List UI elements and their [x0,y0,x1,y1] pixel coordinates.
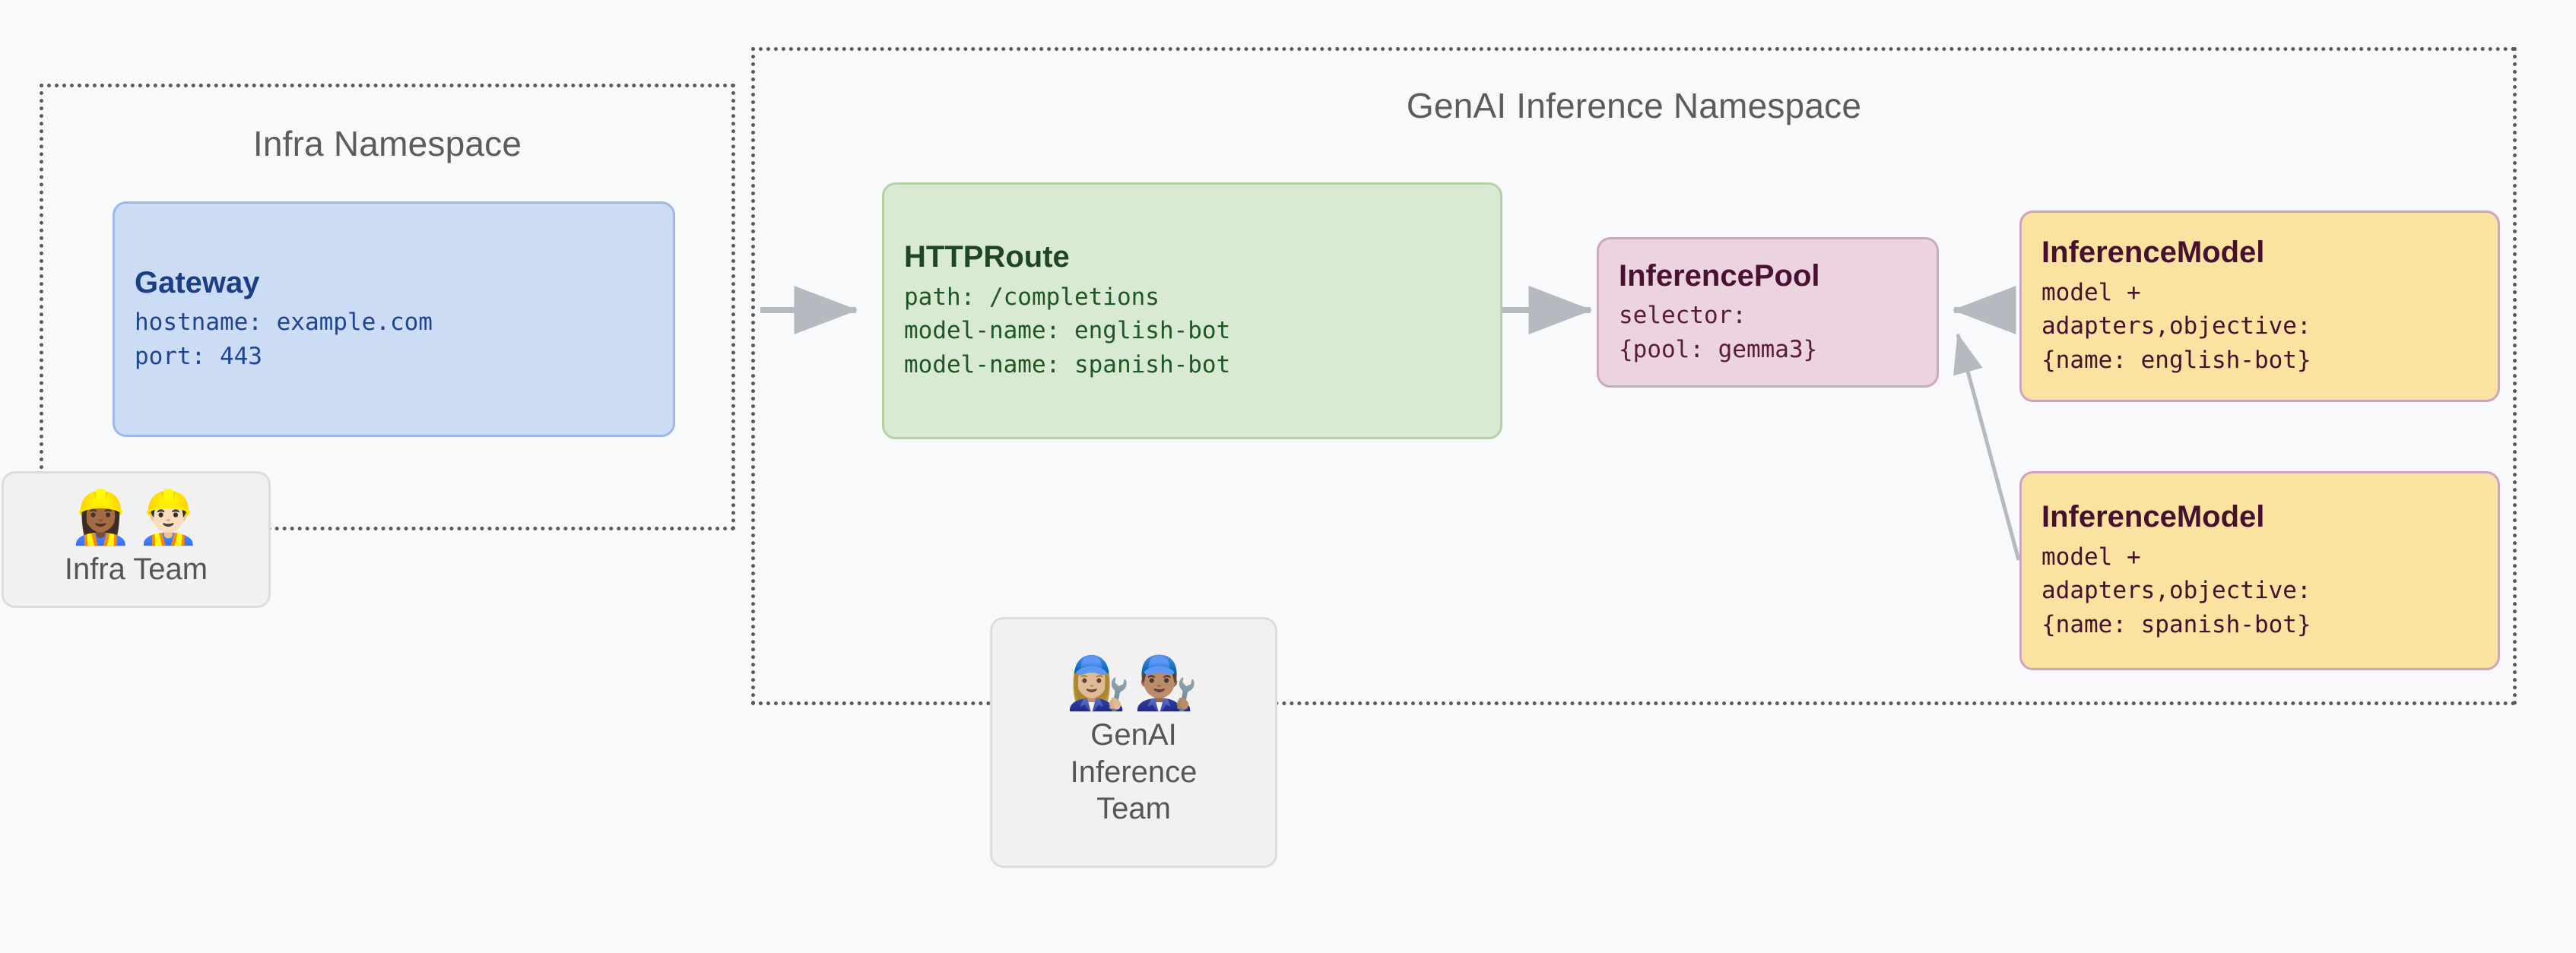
node-inferencemodel-spanish[interactable]: InferenceModel model + adapters,objectiv… [2019,471,2500,670]
node-inferencemodel-spanish-line-2: adapters,objective: [2041,577,2311,605]
node-inferencemodel-spanish-line-1: model + [2041,543,2141,571]
node-httproute-line-2: model-name: english-bot [904,317,1231,345]
namespace-infra [40,84,735,530]
node-inferencepool-line-2: {pool: gemma3} [1619,335,1818,363]
node-gateway-line-1: hostname: example.com [135,308,433,336]
node-httproute-title: HTTPRoute [904,240,1070,274]
node-httproute-line-3: model-name: spanish-bot [904,350,1231,378]
node-gateway-line-2: port: 443 [135,342,262,370]
namespace-genai-inference-title: GenAI Inference Namespace [1406,86,1862,125]
node-inferencemodel-spanish-title: InferenceModel [2041,500,2265,534]
node-httproute[interactable]: HTTPRoute path: /completions model-name:… [882,182,1502,439]
node-inferencemodel-english[interactable]: InferenceModel model + adapters,objectiv… [2019,211,2500,402]
node-inferencemodel-spanish-line-3: {name: spanish-bot} [2041,610,2311,638]
team-card-genai-inference[interactable]: 👩🏼‍🔧👨🏽‍🔧 GenAI Inference Team [990,617,1277,868]
namespace-infra-title: Infra Namespace [252,124,522,163]
node-gateway-title: Gateway [135,265,260,299]
node-inferencepool-line-1: selector: [1619,301,1746,329]
node-gateway[interactable]: Gateway hostname: example.com port: 443 [113,201,675,437]
node-inferencemodel-english-line-2: adapters,objective: [2041,312,2311,340]
mechanic-icons: 👩🏼‍🔧👨🏽‍🔧 [1066,654,1201,712]
construction-worker-icons: 👷🏾‍♀️👷🏻‍♂️ [68,488,204,546]
node-httproute-line-1: path: /completions [904,283,1160,311]
node-inferencemodel-english-line-3: {name: english-bot} [2041,346,2311,374]
team-card-infra[interactable]: 👷🏾‍♀️👷🏻‍♂️ Infra Team [2,471,271,608]
node-inferencepool[interactable]: InferencePool selector: {pool: gemma3} [1597,237,1939,388]
node-inferencemodel-english-title: InferenceModel [2041,236,2265,270]
team-card-genai-inference-label: GenAI Inference Team [1070,717,1198,826]
namespace-genai-inference [751,47,2517,705]
node-inferencemodel-english-line-1: model + [2041,278,2141,306]
team-card-infra-label: Infra Team [64,552,208,586]
node-inferencepool-title: InferencePool [1619,258,1820,293]
